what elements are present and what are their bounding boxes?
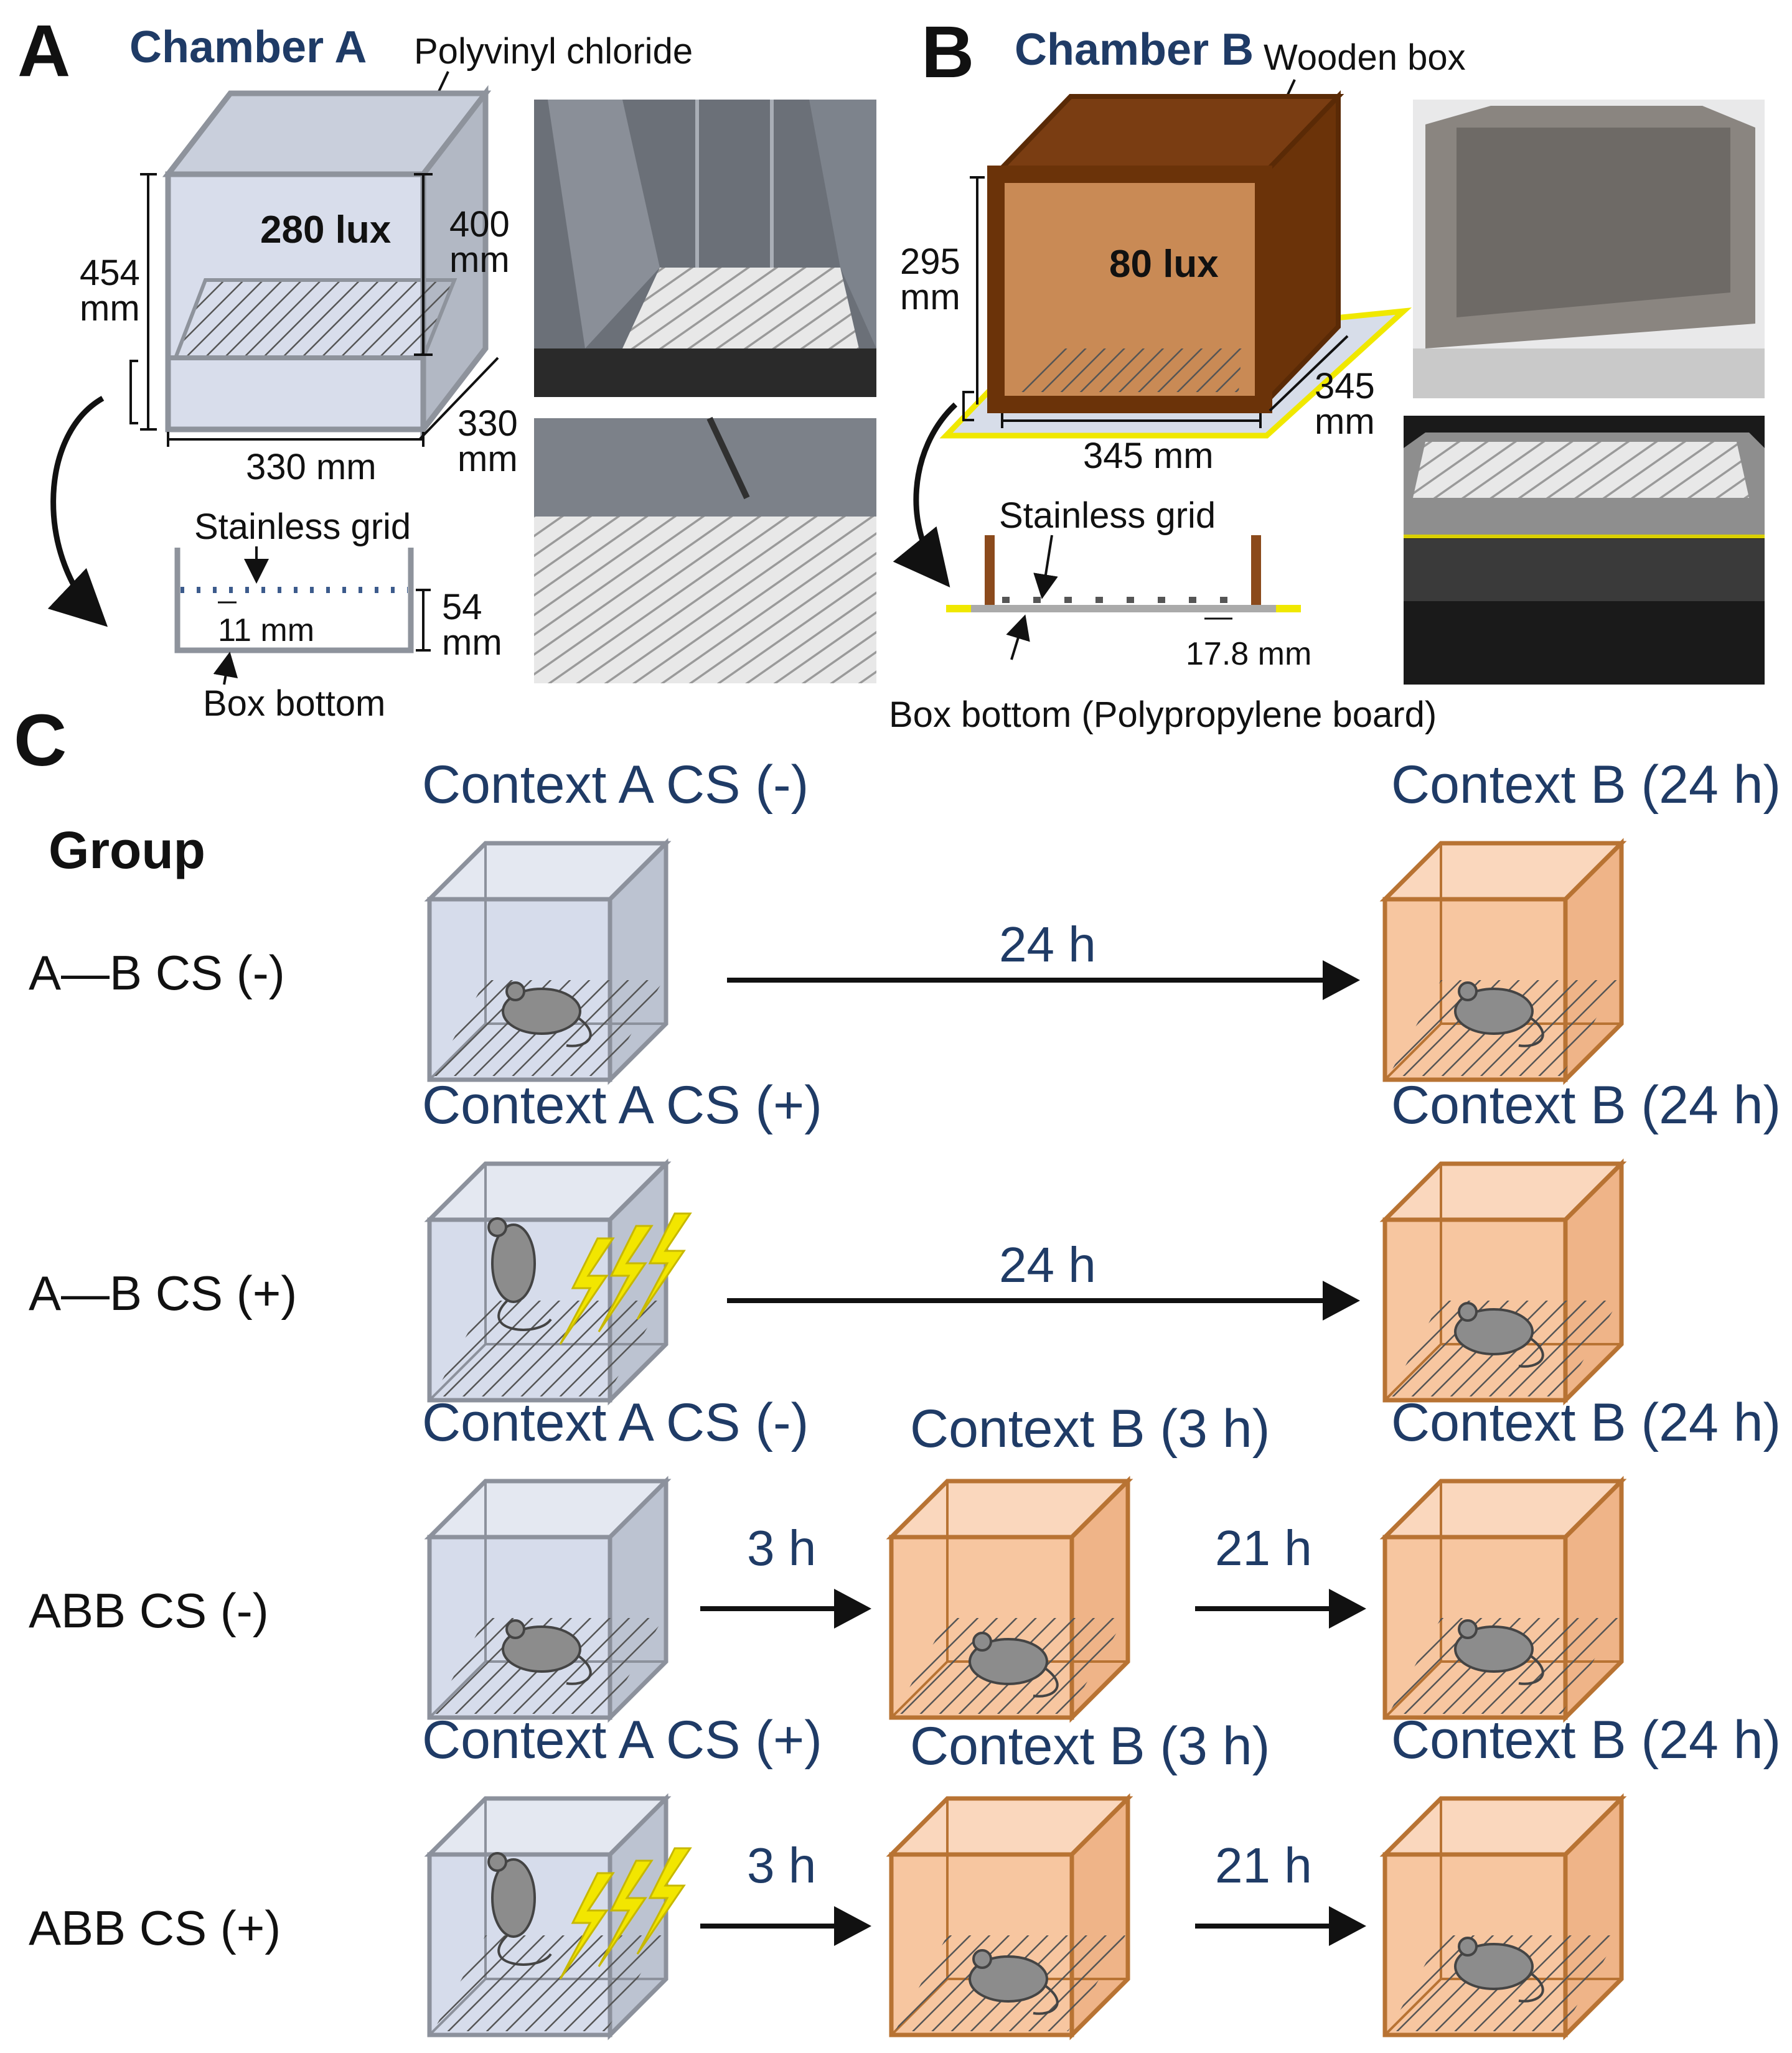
chamber-a-title: Chamber A bbox=[129, 22, 367, 72]
grid-height-value: 54 bbox=[442, 587, 482, 627]
context-b-final-label: Context B (24 h) bbox=[1391, 755, 1781, 815]
grid-spacing-b: 17.8 mm bbox=[1186, 636, 1311, 672]
delay-arrow-1 bbox=[700, 1589, 871, 1629]
grid-height-unit: mm bbox=[442, 622, 502, 663]
chamber-a-material: Polyvinyl chloride bbox=[414, 31, 693, 72]
grid-label-b: Stainless grid bbox=[999, 495, 1216, 536]
depth-330-value: 330 bbox=[457, 403, 518, 444]
height-400-unit: mm bbox=[449, 240, 510, 280]
chamber-b-photo-bottom bbox=[1404, 416, 1765, 685]
chamber-a-lux: 280 lux bbox=[260, 208, 392, 251]
chamber-b-material: Wooden box bbox=[1264, 37, 1466, 78]
chamber-b-lux: 80 lux bbox=[1109, 243, 1219, 286]
grid-spacing-a: 11 mm bbox=[218, 612, 314, 648]
delay-label-1: 3 h bbox=[747, 1520, 816, 1576]
grid-wall-left-b bbox=[985, 535, 995, 609]
panel-b: B Chamber B Wooden box 80 lux 295 mm 345… bbox=[889, 11, 1765, 735]
panel-c: C Group Context A CS (-) Context B (24 h)… bbox=[14, 699, 1781, 2041]
delay-arrow-1 bbox=[727, 1281, 1360, 1321]
delay-arrow-1 bbox=[700, 1906, 871, 1946]
depth-345-value: 345 bbox=[1315, 366, 1375, 406]
protocol-rows: Context A CS (-) Context B (24 h) A—B CS (… bbox=[29, 755, 1781, 2041]
chamber-a-photo-bottom bbox=[534, 416, 876, 683]
delay-label-1: 24 h bbox=[999, 917, 1096, 972]
chamber-b-middle-icon bbox=[886, 1793, 1133, 2041]
chamber-b-final-icon bbox=[1379, 1158, 1627, 1406]
box-bottom-b: Box bottom (Polypropylene board) bbox=[889, 694, 1437, 735]
chamber-a-photo-top bbox=[534, 100, 876, 397]
context-b-middle-label: Context B (3 h) bbox=[910, 1716, 1270, 1776]
chamber-a-drawing bbox=[162, 85, 492, 438]
context-b-middle-label: Context B (3 h) bbox=[910, 1399, 1270, 1459]
context-a-label: Context A CS (-) bbox=[422, 755, 809, 815]
height-400-value: 400 bbox=[449, 204, 510, 245]
delay-arrow-2 bbox=[1195, 1906, 1366, 1946]
chamber-a-icon bbox=[424, 1158, 692, 1406]
height-454-value: 454 bbox=[80, 253, 140, 293]
chamber-b-title: Chamber B bbox=[1015, 25, 1254, 75]
grid-section-a bbox=[174, 548, 414, 653]
panel-letter-c: C bbox=[14, 699, 67, 782]
delay-label-2: 21 h bbox=[1215, 1838, 1312, 1893]
chamber-b-middle-icon bbox=[886, 1475, 1133, 1723]
delay-label-2: 21 h bbox=[1215, 1520, 1312, 1576]
panel-a: A Chamber A Polyvinyl chloride 280 lux 4… bbox=[17, 10, 876, 724]
height-454-unit: mm bbox=[80, 288, 140, 329]
group-label: ABB CS (-) bbox=[29, 1583, 269, 1638]
grid-label-a: Stainless grid bbox=[194, 507, 411, 547]
context-b-final-label: Context B (24 h) bbox=[1391, 1393, 1781, 1452]
chamber-b-final-icon bbox=[1379, 838, 1627, 1085]
group-label: A—B CS (-) bbox=[29, 945, 285, 1000]
group-heading: Group bbox=[49, 821, 205, 879]
height-295-unit: mm bbox=[900, 277, 960, 317]
delay-label-1: 3 h bbox=[747, 1838, 816, 1893]
depth-330-line bbox=[419, 357, 499, 440]
delay-arrow-1 bbox=[727, 960, 1360, 1000]
depth-330-unit: mm bbox=[457, 439, 518, 479]
chamber-b-final-icon bbox=[1379, 1793, 1627, 2041]
context-a-label: Context A CS (+) bbox=[422, 1075, 822, 1135]
chamber-a-icon bbox=[424, 1475, 672, 1723]
width-330-label: 330 mm bbox=[246, 447, 377, 487]
chamber-a-icon bbox=[424, 1793, 692, 2041]
group-label: ABB CS (+) bbox=[29, 1901, 281, 1955]
grid-wall-right-b bbox=[1251, 535, 1261, 609]
delay-arrow-2 bbox=[1195, 1589, 1366, 1629]
context-b-final-label: Context B (24 h) bbox=[1391, 1710, 1781, 1770]
width-345-label: 345 mm bbox=[1083, 436, 1214, 476]
chamber-a-icon bbox=[424, 838, 672, 1085]
context-b-final-label: Context B (24 h) bbox=[1391, 1075, 1781, 1135]
chamber-b-final-icon bbox=[1379, 1475, 1627, 1723]
delay-label-1: 24 h bbox=[999, 1237, 1096, 1293]
context-a-label: Context A CS (-) bbox=[422, 1393, 809, 1452]
depth-345-unit: mm bbox=[1315, 401, 1375, 442]
panel-letter-b: B bbox=[921, 11, 974, 93]
height-295-value: 295 bbox=[900, 241, 960, 282]
detail-arrow-a bbox=[47, 396, 108, 627]
panel-letter-a: A bbox=[17, 10, 70, 92]
chamber-b-photo-top bbox=[1413, 100, 1765, 398]
context-a-label: Context A CS (+) bbox=[422, 1710, 822, 1770]
group-label: A—B CS (+) bbox=[29, 1266, 297, 1321]
chamber-b-drawing bbox=[987, 90, 1344, 413]
detail-arrow-b bbox=[893, 402, 958, 587]
box-bottom-a: Box bottom bbox=[203, 683, 385, 724]
